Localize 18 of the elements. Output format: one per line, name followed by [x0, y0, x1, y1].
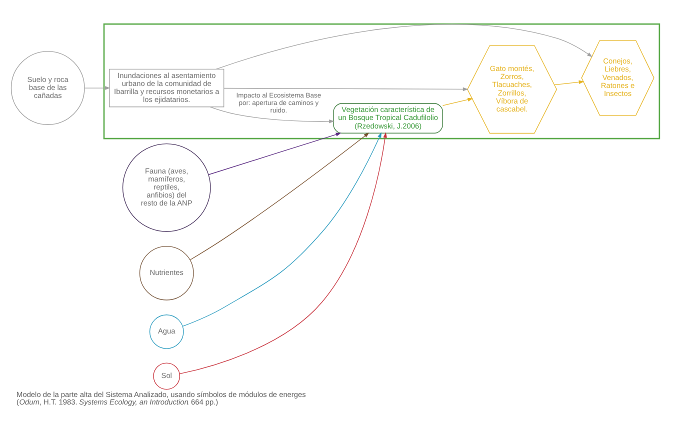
arrow	[216, 24, 593, 69]
arrow	[179, 132, 387, 374]
arrow	[208, 132, 342, 174]
arrow	[224, 86, 468, 91]
arrow	[554, 80, 584, 85]
node-circle: Agua	[149, 314, 184, 348]
arrow	[182, 132, 382, 326]
arrow	[84, 86, 110, 90]
node-box: Inundaciones al asentamiento urbano de la comunidad de Ibarrilla y recursos monetarios a los ejidatarios.	[109, 68, 224, 107]
arrow	[190, 132, 370, 260]
node-circle: Suelo y roca base de las cañadas	[10, 50, 85, 124]
node-circle: Fauna (aves, mamíferos, reptiles, anfibios) del resto de la ANP	[122, 143, 211, 232]
node-circle: Nutrientes	[139, 245, 194, 300]
node-box: Vegetación característica de un Bosque Tropical Cadufilolio (Rzedowski, J.2006)	[333, 102, 443, 133]
arrow	[442, 97, 474, 106]
arrow	[210, 106, 335, 123]
node-circle: Sol	[153, 362, 180, 390]
caption: Modelo de la parte alta del Sistema Analizado, usando símbolos de módulos de energes (Odum, H.T. 1983. Systems Ecology, an Introduction. 664 pp.)	[16, 390, 306, 406]
